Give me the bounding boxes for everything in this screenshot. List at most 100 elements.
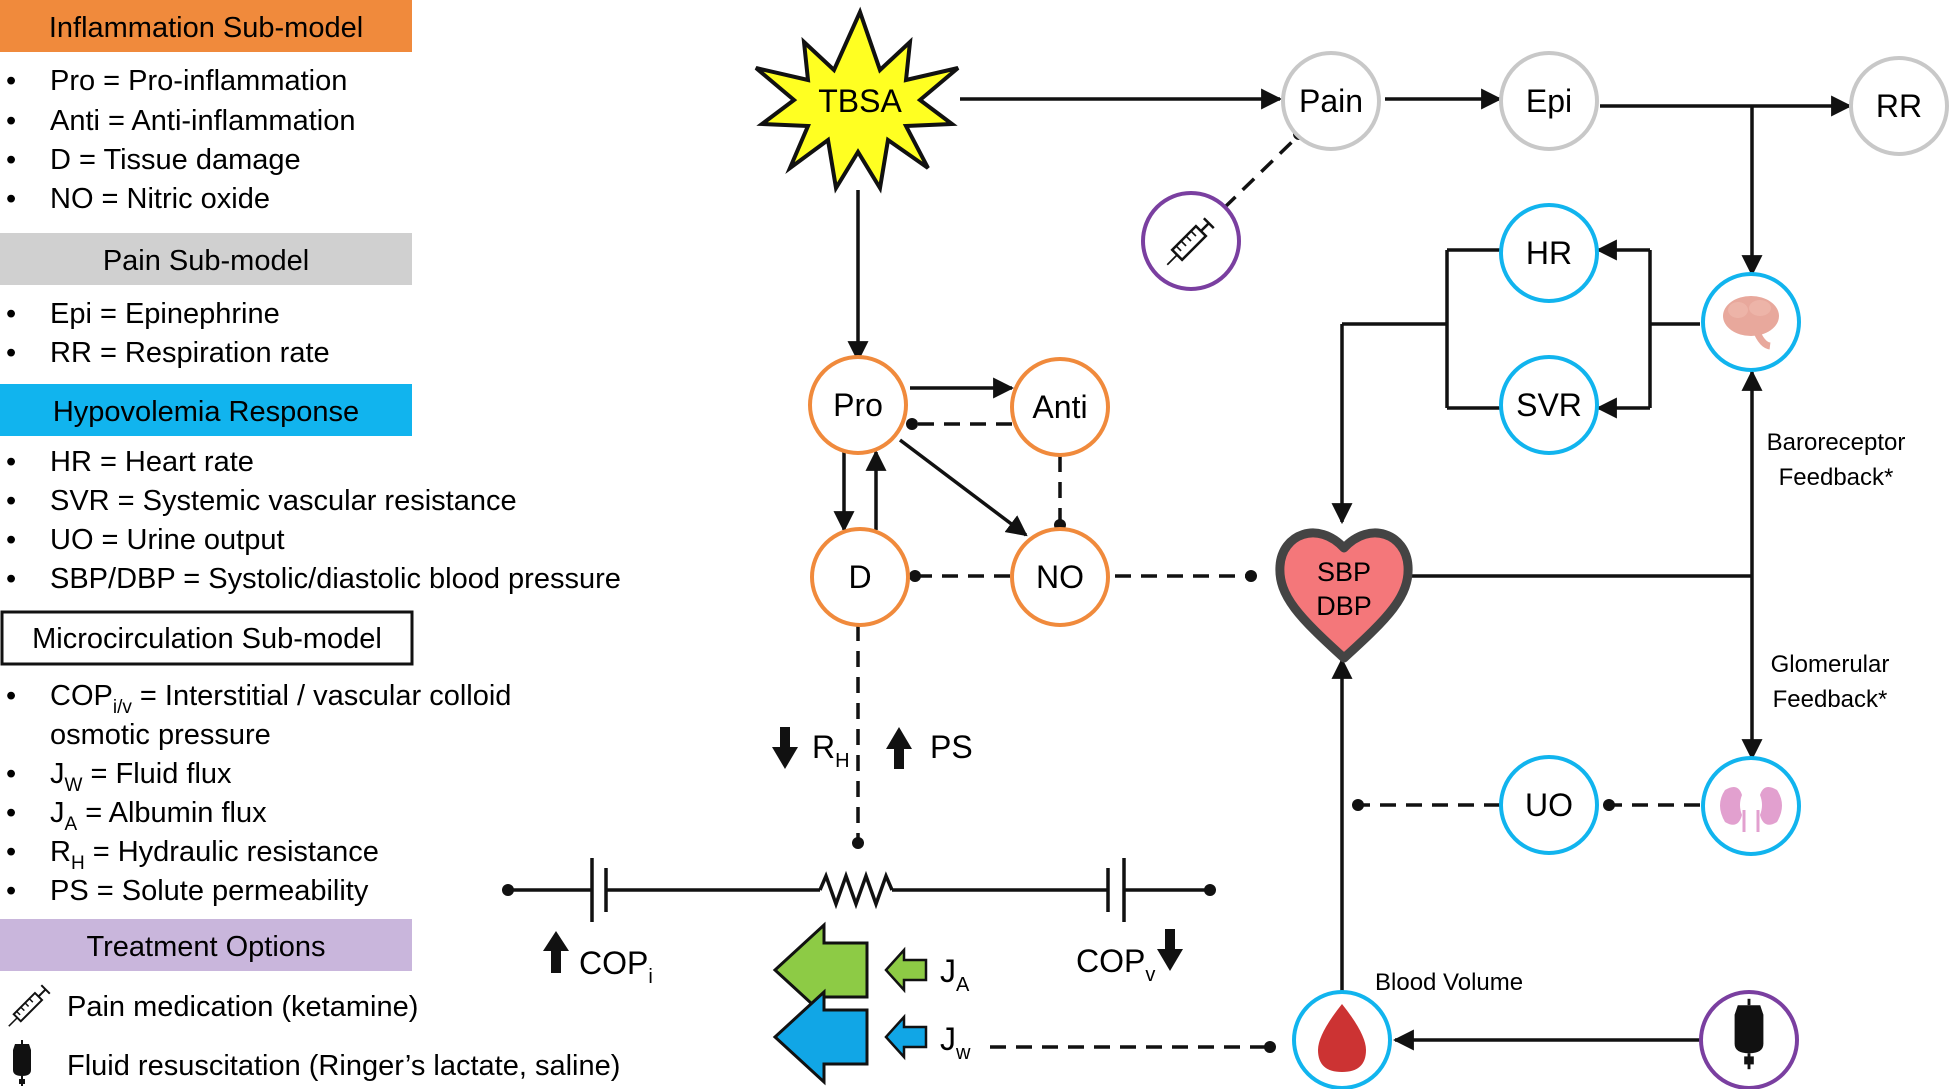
legend-item: Anti = Anti-inflammation xyxy=(50,105,355,137)
blood-volume-label: Blood Volume xyxy=(1375,969,1523,996)
legend-header-hypovolemia-text: Hypovolemia Response xyxy=(53,396,359,428)
blood-volume-node xyxy=(1292,990,1392,1089)
baroreceptor-label: Baroreceptor xyxy=(1767,429,1906,456)
legend-item: HR = Heart rate xyxy=(50,446,254,478)
legend-header-hypovolemia xyxy=(0,384,412,436)
syringe-icon xyxy=(8,984,51,1027)
bullet: • xyxy=(6,144,16,176)
arrow-down-icon xyxy=(1157,929,1183,971)
legend-header-inflammation xyxy=(0,0,412,52)
blood-drop-icon xyxy=(1318,1004,1366,1072)
ps-label: PS xyxy=(930,729,973,765)
kidney-node xyxy=(1701,756,1801,856)
resistor-symbol xyxy=(818,870,894,910)
copv-label: COPv xyxy=(1076,943,1155,986)
edge-pro-no xyxy=(898,438,1028,537)
legend-header-pain xyxy=(0,233,412,285)
legend-item: PS = Solute permeability xyxy=(50,875,369,907)
bullet: • xyxy=(6,563,16,595)
bullet: • xyxy=(6,524,16,556)
legend-item: Fluid resuscitation (Ringer’s lactate, s… xyxy=(67,1050,620,1082)
rh-label: RH xyxy=(812,729,850,772)
bullet: • xyxy=(6,337,16,369)
starburst-icon xyxy=(754,6,960,194)
inhibit-dot xyxy=(909,570,921,582)
no-label: NO xyxy=(1036,559,1084,595)
jw-label: Jw xyxy=(940,1021,971,1064)
rr-node: RR xyxy=(1849,56,1949,156)
tbsa-label: TBSA xyxy=(818,83,902,119)
legend-header-microcirculation-text: Microcirculation Sub-model xyxy=(32,623,382,655)
epi-label: Epi xyxy=(1526,83,1572,119)
bullet: • xyxy=(6,875,16,907)
baroreceptor-label-2: Feedback* xyxy=(1779,464,1894,491)
tbsa-node: TBSA xyxy=(754,6,960,194)
rr-label: RR xyxy=(1876,88,1922,124)
iv-treatment-node xyxy=(1699,990,1799,1089)
legend-item-continuation: osmotic pressure xyxy=(50,719,271,751)
legend-list-hypovolemia: • HR = Heart rate • SVR = Systemic vascu… xyxy=(6,446,621,595)
bullet: • xyxy=(6,65,16,97)
legend-item: Pain medication (ketamine) xyxy=(67,991,418,1023)
anti-node: Anti xyxy=(1010,357,1110,457)
syringe-icon xyxy=(1166,217,1215,266)
anti-label: Anti xyxy=(1032,389,1087,425)
bullet: • xyxy=(6,446,16,478)
edge-syringe-pain xyxy=(1222,136,1298,210)
hr-label: HR xyxy=(1526,235,1572,271)
legend: Inflammation Sub-model • Pro = Pro-infla… xyxy=(0,0,621,1086)
inhibit-dot xyxy=(1352,799,1364,811)
arrow-up-icon xyxy=(886,727,912,769)
arrow-down-icon xyxy=(772,727,798,769)
glomerular-label-2: Feedback* xyxy=(1773,686,1888,713)
legend-header-microcirculation xyxy=(0,610,414,666)
sbp-label: SBP xyxy=(1317,557,1371,587)
legend-item: D = Tissue damage xyxy=(50,144,301,176)
bullet: • xyxy=(6,797,16,829)
bullet: • xyxy=(6,758,16,790)
svr-label: SVR xyxy=(1516,387,1582,423)
copi-label: COPi xyxy=(579,945,653,988)
brain-icon xyxy=(1723,296,1779,350)
legend-list-pain: • Epi = Epinephrine • RR = Respiration r… xyxy=(6,298,330,369)
legend-item: RH = Hydraulic resistance xyxy=(50,836,379,874)
ja-label: JA xyxy=(940,953,970,996)
legend-item: RR = Respiration rate xyxy=(50,337,330,369)
heart-node: SBP DBP xyxy=(1275,528,1413,663)
bullet: • xyxy=(6,183,16,215)
legend-item: COPi/v = Interstitial / vascular colloid xyxy=(50,680,511,718)
d-node: D xyxy=(810,527,910,627)
uo-node: UO xyxy=(1499,755,1599,855)
pain-label: Pain xyxy=(1299,83,1363,119)
legend-item: JA = Albumin flux xyxy=(50,797,267,835)
legend-item: NO = Nitric oxide xyxy=(50,183,270,215)
bullet: • xyxy=(6,836,16,868)
kidney-icon xyxy=(1720,786,1782,832)
bullet: • xyxy=(6,105,16,137)
pain-node: Pain xyxy=(1281,51,1381,151)
edges xyxy=(833,88,1853,1053)
arrow-up-icon xyxy=(543,931,569,973)
jw-arrow xyxy=(772,988,928,1086)
epi-node: Epi xyxy=(1499,51,1599,151)
bullet: • xyxy=(6,298,16,330)
pro-label: Pro xyxy=(833,387,883,423)
inhibit-dot xyxy=(852,837,864,849)
heart-icon xyxy=(1275,528,1413,663)
ja-arrow xyxy=(772,921,928,1019)
legend-item: Epi = Epinephrine xyxy=(50,298,280,330)
inhibit-dot xyxy=(1264,1041,1276,1053)
syringe-treatment-node xyxy=(1141,191,1241,291)
uo-label: UO xyxy=(1525,787,1573,823)
bullet: • xyxy=(6,485,16,517)
legend-item: JW = Fluid flux xyxy=(50,758,232,796)
legend-header-inflammation-text: Inflammation Sub-model xyxy=(49,12,363,44)
glomerular-label: Glomerular xyxy=(1771,651,1890,678)
microcirculation-circuit xyxy=(502,858,1216,922)
legend-item: Pro = Pro-inflammation xyxy=(50,65,347,97)
hr-node: HR xyxy=(1499,203,1599,303)
legend-item: SVR = Systemic vascular resistance xyxy=(50,485,517,517)
legend-item: SBP/DBP = Systolic/diastolic blood press… xyxy=(50,563,621,595)
inhibit-dot xyxy=(1603,799,1615,811)
